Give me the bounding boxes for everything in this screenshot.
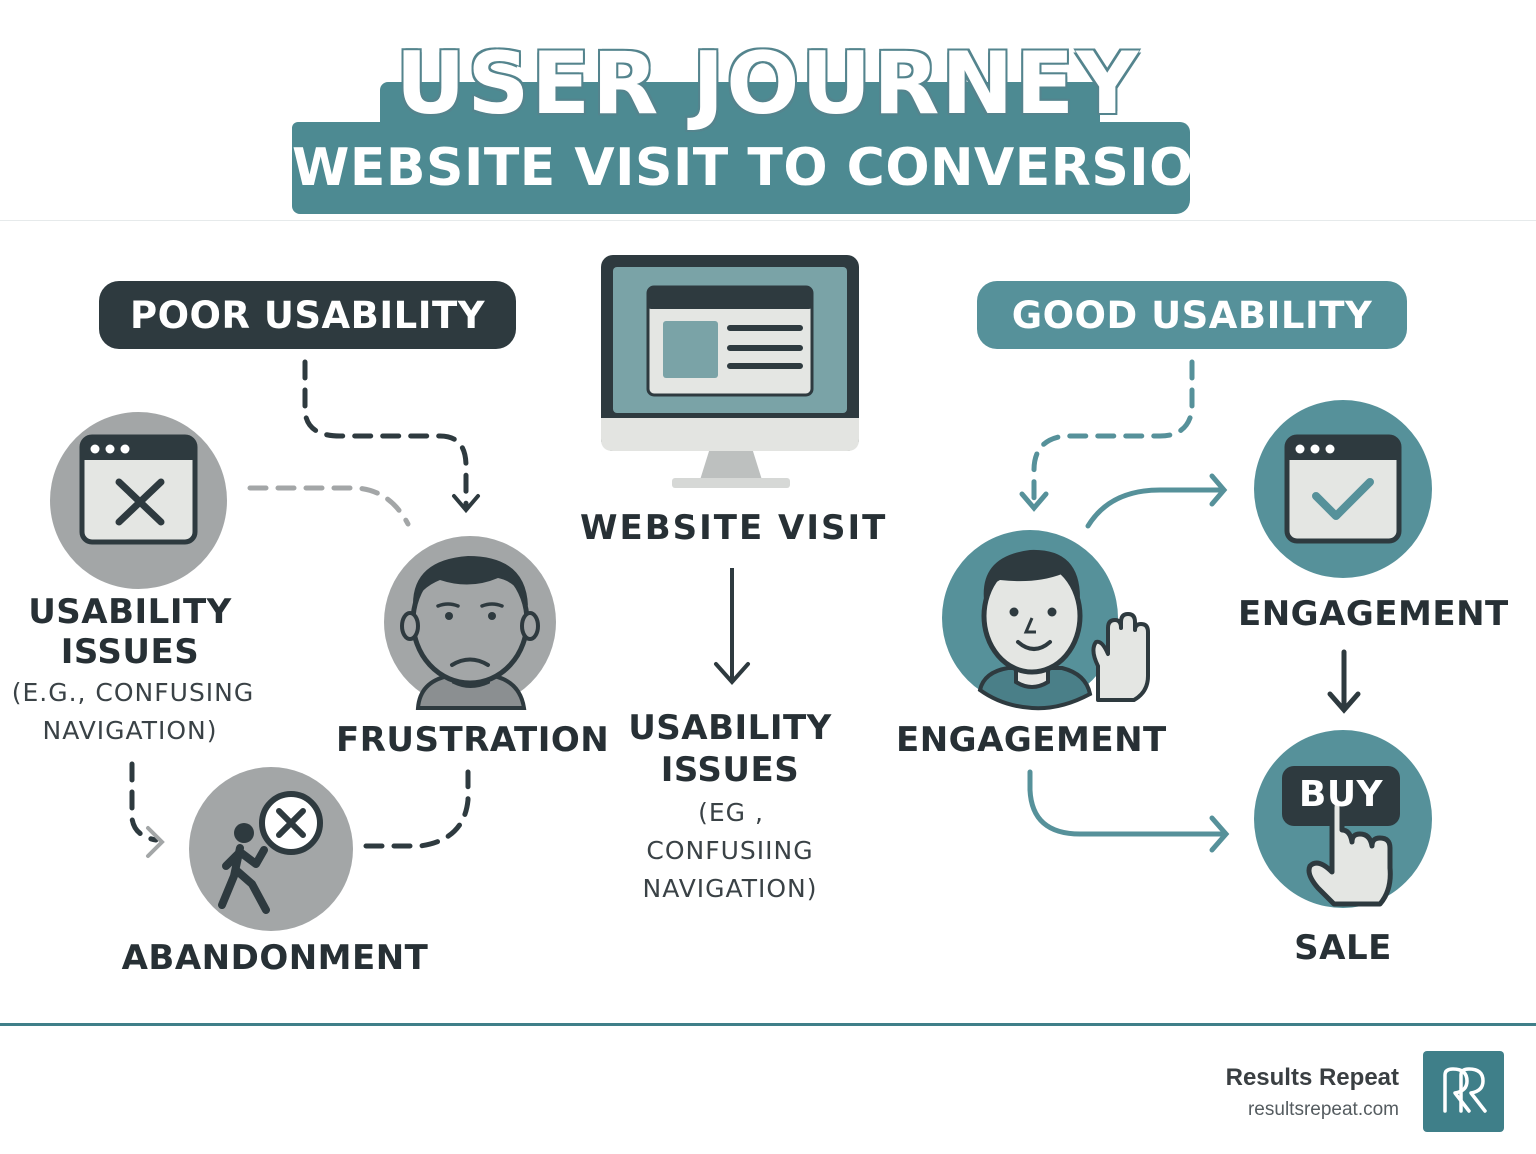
- center-usability-issues-note-1: (EG ,: [698, 798, 764, 827]
- engagement-check-label: ENGAGEMENT: [1238, 594, 1509, 634]
- abandonment-label: ABANDONMENT: [121, 938, 429, 978]
- buy-button-label: BUY: [1298, 774, 1384, 815]
- center-usability-issues-note-3: NAVIGATION): [642, 874, 818, 903]
- poor-usability-pill: POOR USABILITY: [99, 281, 516, 349]
- abandonment-circle: [189, 767, 353, 931]
- buy-click-icon: [1282, 766, 1400, 907]
- page-title: USER JOURNEY: [395, 34, 1141, 134]
- page-subtitle: WEBSITE VISIT TO CONVERSION: [292, 138, 1238, 198]
- walking-away-icon: [218, 791, 323, 914]
- website-visit-label: WEBSITE VISIT: [580, 508, 888, 548]
- title-area: USER JOURNEY WEBSITE VISIT TO CONVERSION: [0, 0, 1536, 222]
- poor-usability-issues-note-1: (E.G., CONFUSING: [11, 678, 255, 707]
- results-repeat-logo: [1423, 1051, 1504, 1132]
- brand-url: resultsrepeat.com: [1247, 1099, 1399, 1120]
- good-usability-pill: GOOD USABILITY: [977, 281, 1407, 349]
- poor-usability-issues-note-2: NAVIGATION): [42, 716, 218, 745]
- sad-face-icon: [400, 556, 540, 710]
- header-divider: [0, 220, 1536, 221]
- arrowhead-abandonment: [146, 826, 165, 858]
- arrowhead-frustration: [452, 494, 480, 514]
- frustration-label: FRUSTRATION: [336, 720, 610, 760]
- poor-flow-connectors: [129, 359, 471, 849]
- center-usability-issues-title-1: USABILITY: [628, 708, 832, 748]
- poor-flow-connector-gray: [247, 485, 411, 527]
- engagement-user-label: ENGAGEMENT: [896, 720, 1167, 760]
- center-usability-issues-note-2: CONFUSIING: [646, 836, 814, 865]
- happy-waving-user-icon: [977, 549, 1150, 711]
- brand-name: Results Repeat: [1225, 1064, 1399, 1091]
- browser-check-icon: [1284, 434, 1402, 544]
- center-down-arrow: [714, 568, 750, 686]
- monitor-icon: [601, 255, 859, 488]
- center-usability-issues-title-2: ISSUES: [660, 750, 800, 790]
- browser-x-icon: [79, 434, 198, 545]
- title-brush-stroke: [292, 122, 1190, 214]
- good-flow-connectors: [1019, 359, 1361, 853]
- footer-divider: [0, 1023, 1536, 1026]
- poor-usability-issues-title-2: ISSUES: [60, 632, 200, 672]
- sale-label: SALE: [1294, 928, 1392, 968]
- logo-mark-icon: [1443, 1067, 1487, 1113]
- poor-usability-issues-title-1: USABILITY: [28, 592, 232, 632]
